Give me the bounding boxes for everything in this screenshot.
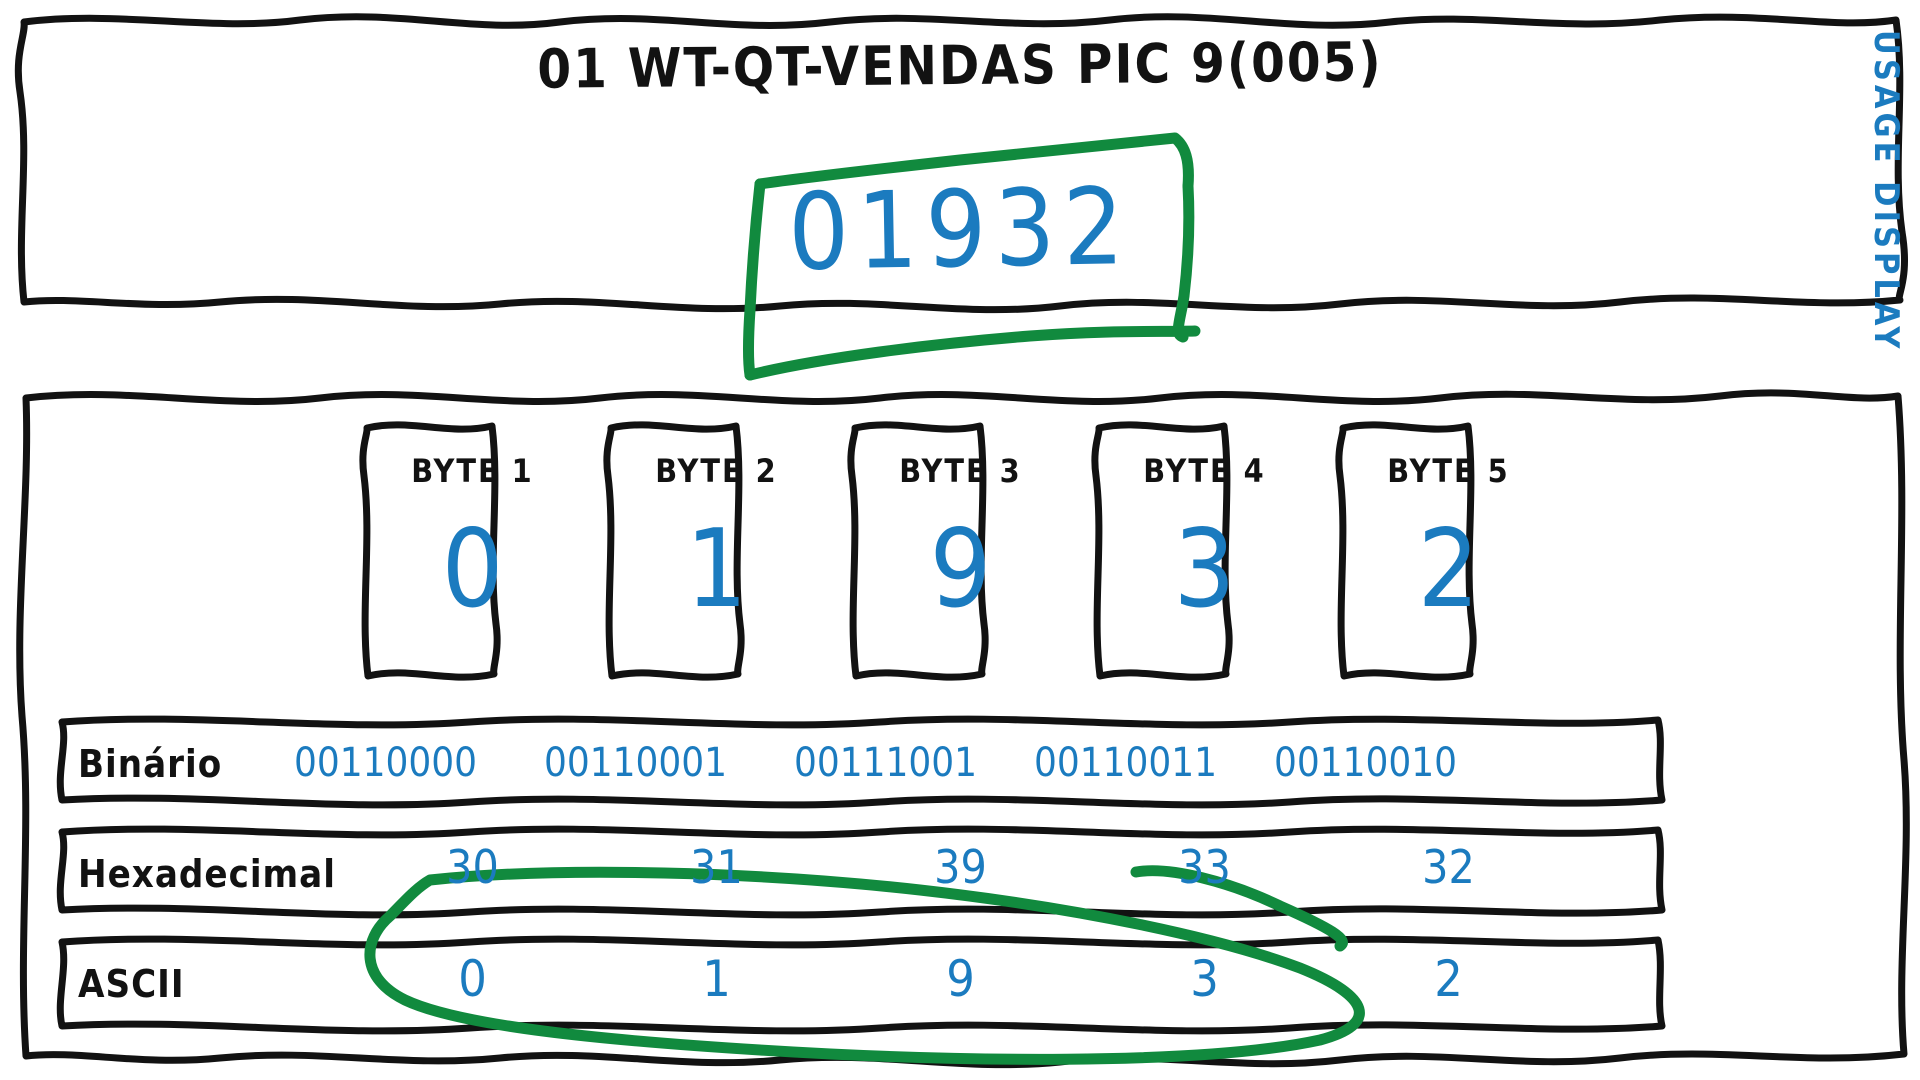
- ascii-cell-1: 0: [458, 950, 487, 1008]
- ascii-cell-4: 3: [1190, 950, 1219, 1008]
- byte-box-5-label: BYTE 5: [1387, 452, 1510, 490]
- byte-box-1-digit: 0: [441, 507, 504, 632]
- ascii-row-label: ASCII: [78, 962, 185, 1006]
- byte-box-1-label: BYTE 1: [411, 452, 534, 490]
- hexadecimal-cell-2: 31: [690, 840, 743, 894]
- ascii-cell-3: 9: [946, 950, 975, 1008]
- byte-box-4-digit: 3: [1173, 507, 1236, 632]
- hexadecimal-cell-3: 39: [934, 840, 987, 894]
- hexadecimal-cell-1: 30: [446, 840, 499, 894]
- field-value: 01932: [787, 165, 1133, 294]
- hexadecimal-cell-5: 32: [1422, 840, 1475, 894]
- ascii-cell-2: 1: [702, 950, 731, 1008]
- byte-box-2-label: BYTE 2: [655, 452, 778, 490]
- binario-cell-3: 00111001: [793, 740, 978, 786]
- binario-cell-2: 00110001: [543, 740, 728, 786]
- page-title: 01 WT-QT-VENDAS PIC 9(005): [537, 30, 1383, 101]
- byte-box-3-digit: 9: [929, 507, 992, 632]
- binario-cell-1: 00110000: [293, 740, 478, 786]
- binario-row-label: Binário: [78, 742, 223, 786]
- usage-display-label: USAGE DISPLAY: [1866, 30, 1906, 353]
- hexadecimal-row-label: Hexadecimal: [78, 852, 336, 896]
- byte-box-3-label: BYTE 3: [899, 452, 1022, 490]
- hexadecimal-cell-4: 33: [1178, 840, 1231, 894]
- binario-cell-4: 00110011: [1033, 740, 1218, 786]
- byte-box-2-digit: 1: [685, 507, 748, 632]
- byte-box-5-digit: 2: [1417, 507, 1480, 632]
- ascii-cell-5: 2: [1434, 950, 1463, 1008]
- binario-cell-5: 00110010: [1273, 740, 1458, 786]
- byte-box-4-label: BYTE 4: [1143, 452, 1266, 490]
